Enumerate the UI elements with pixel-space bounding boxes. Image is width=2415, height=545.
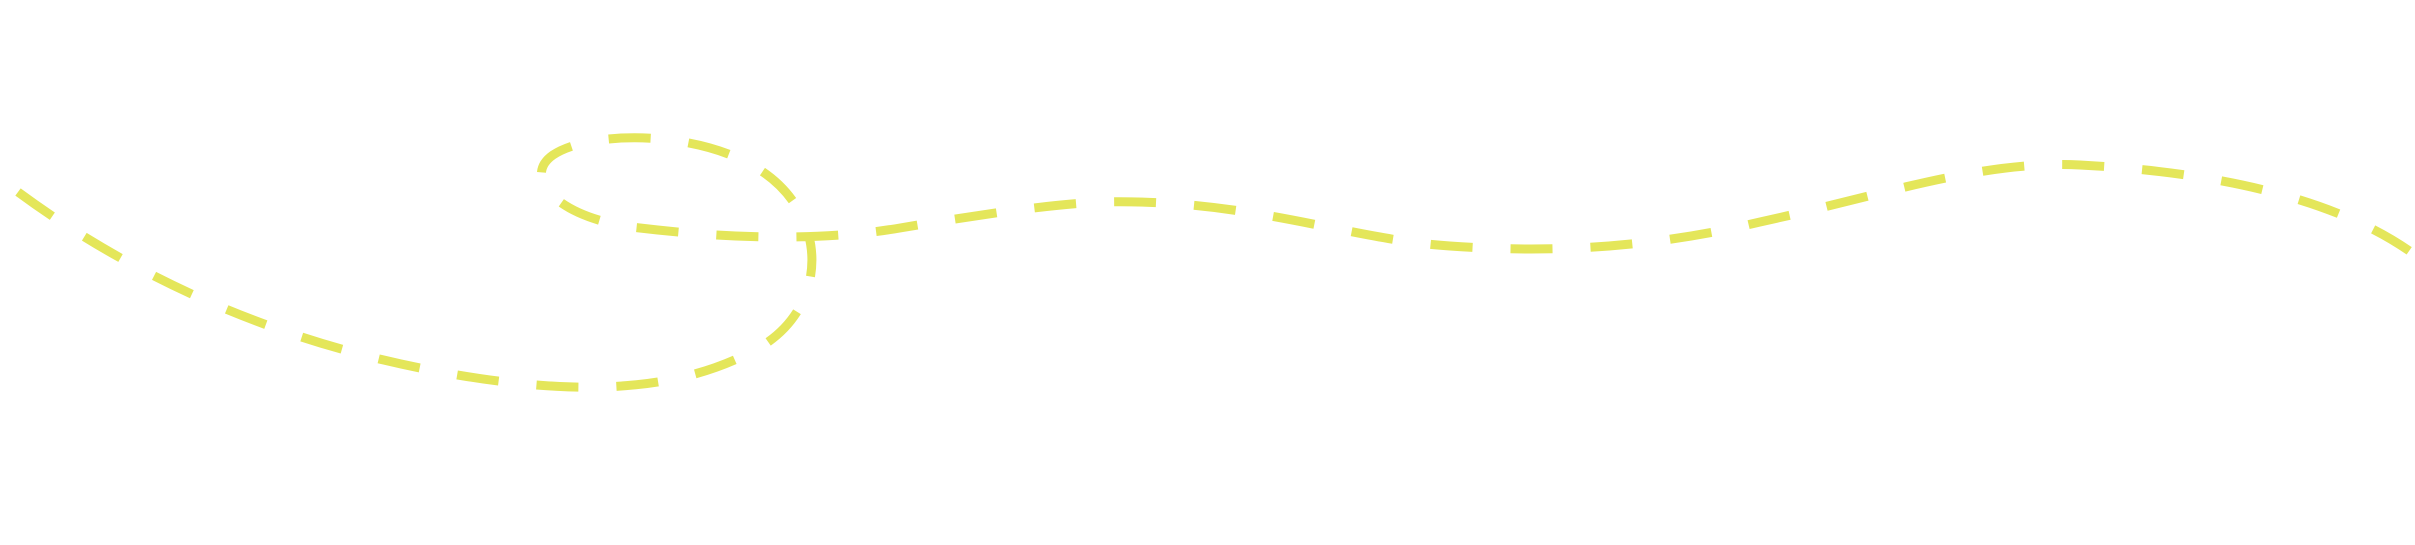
dashed-loop-curve: [15, 133, 2415, 392]
